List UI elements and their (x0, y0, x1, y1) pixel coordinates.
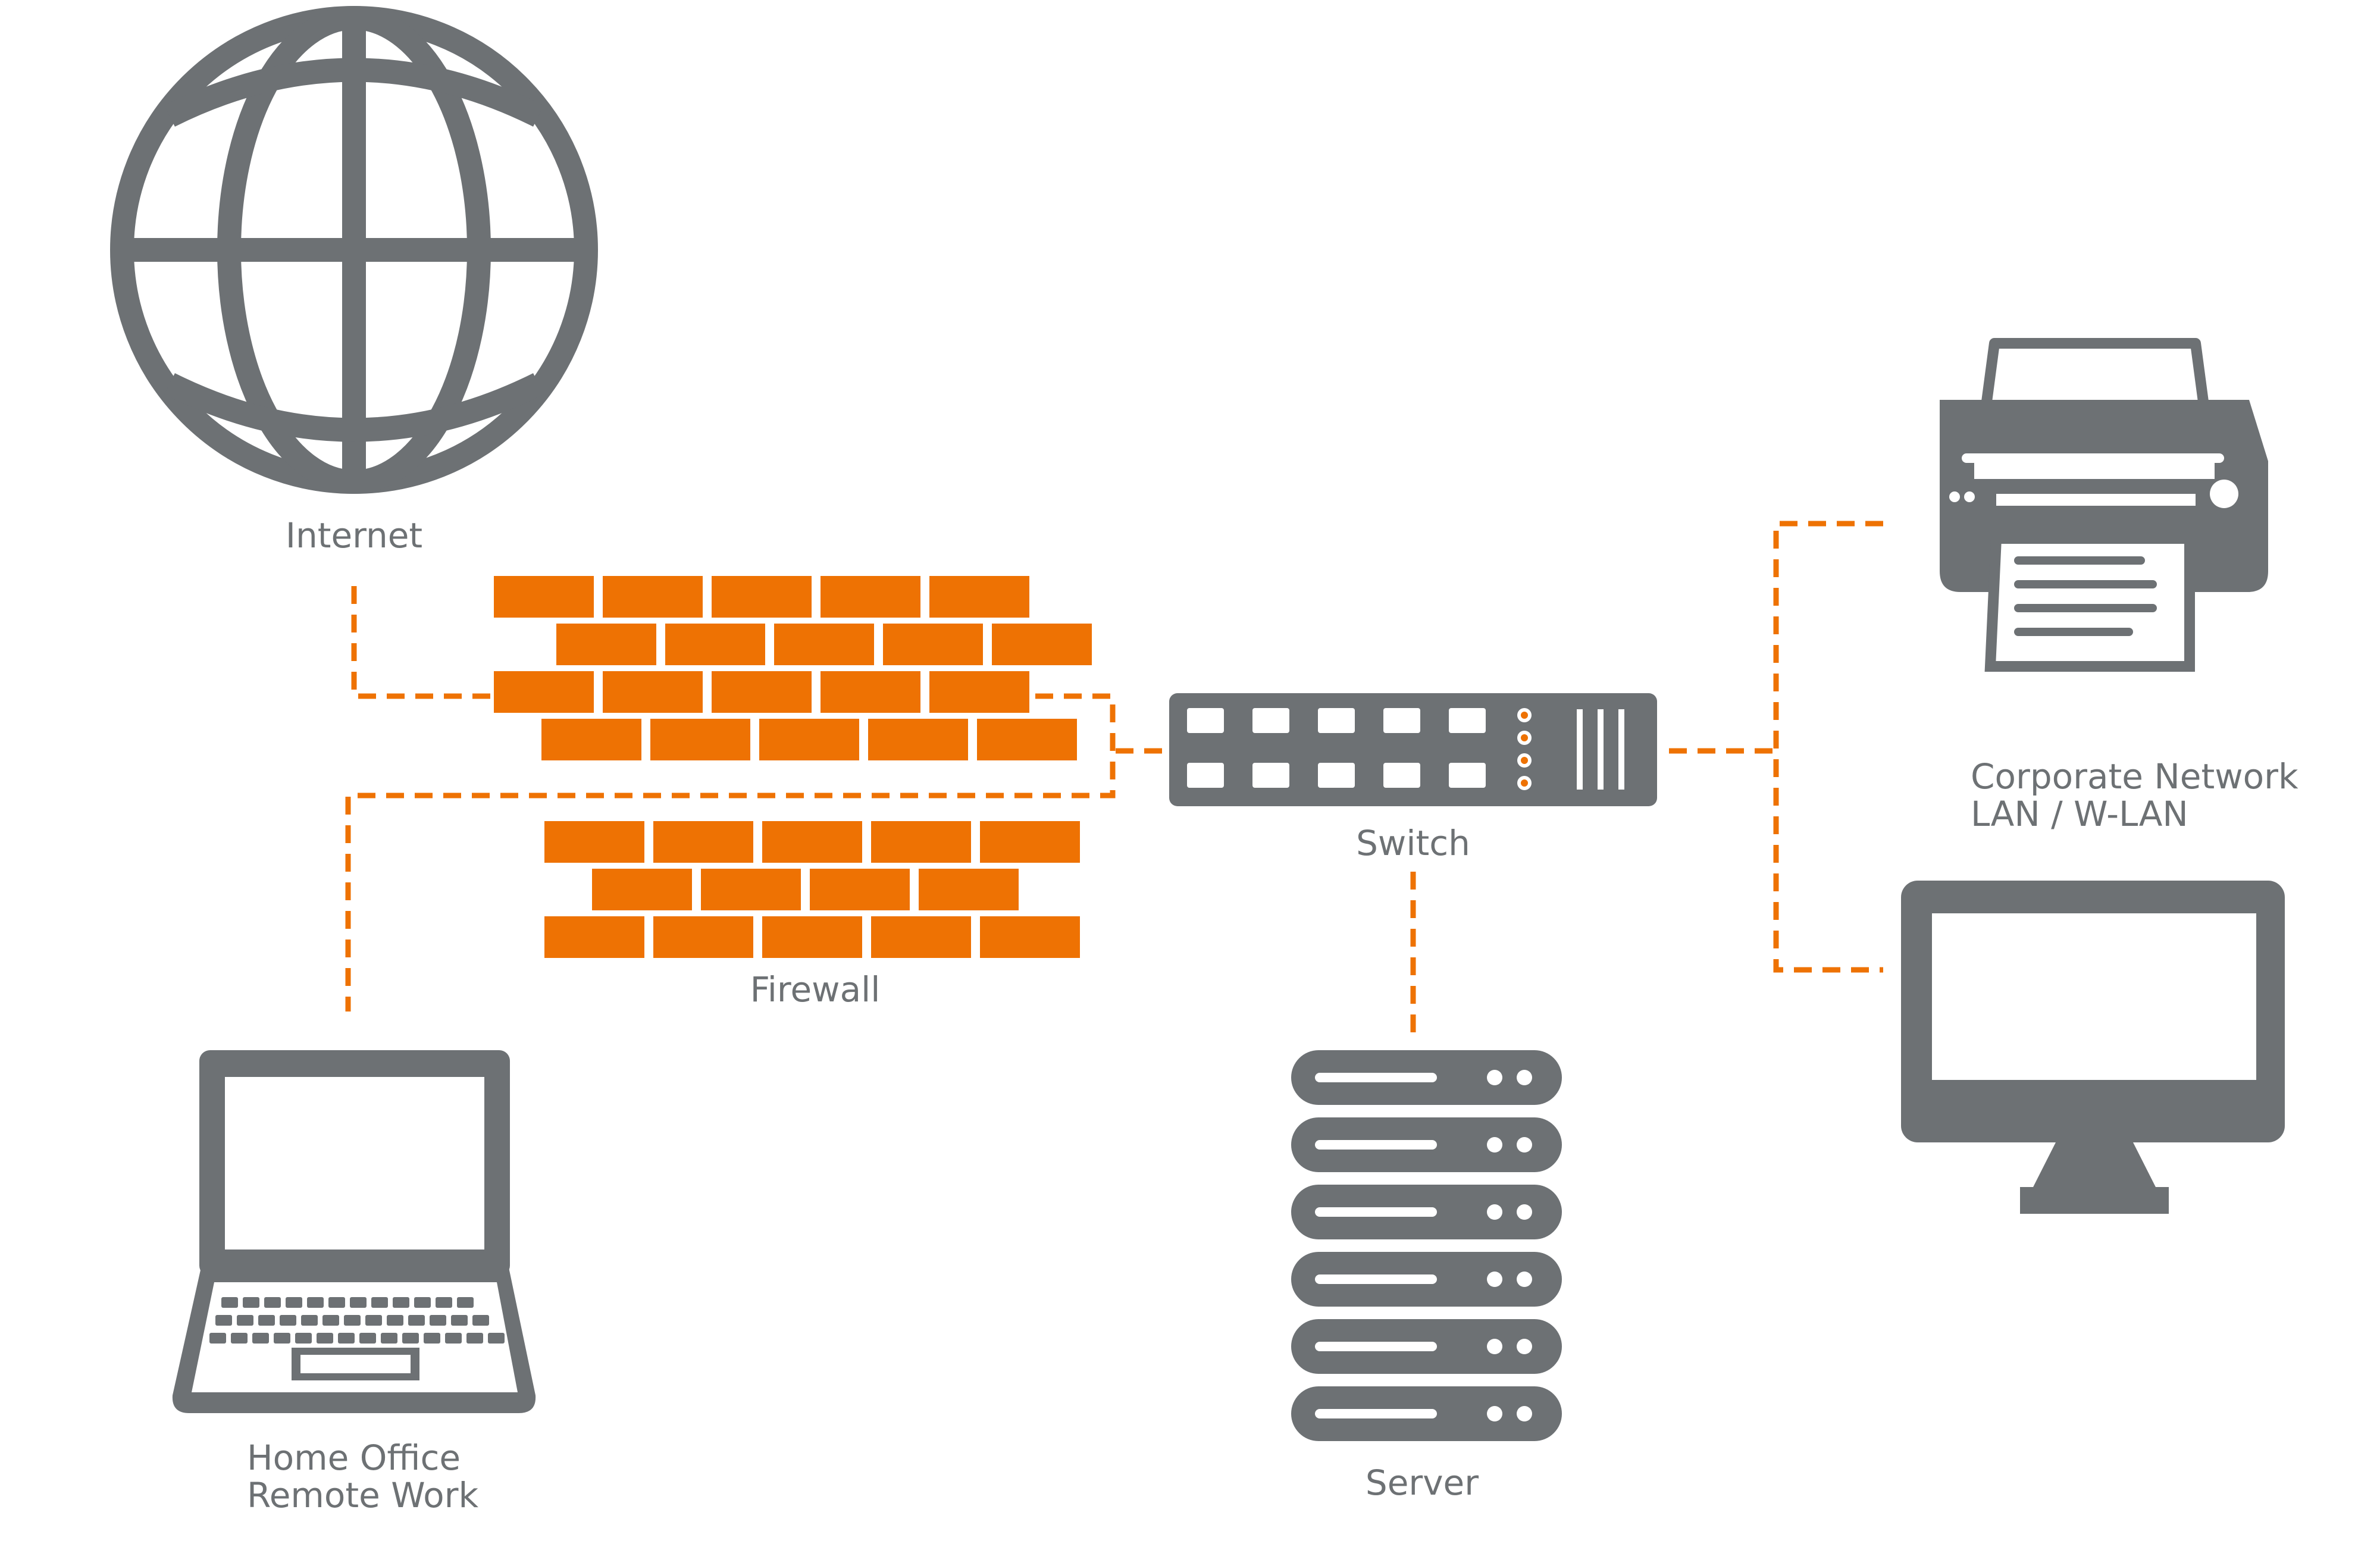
corporate-label-line1: Corporate Network (1971, 756, 2298, 797)
server-label: Server (1366, 1463, 1479, 1503)
laptop-icon (172, 1050, 536, 1413)
server-rack-icon (1291, 1050, 1562, 1441)
firewall-internal-connector (345, 693, 1116, 1012)
switch-label: Switch (1356, 823, 1470, 863)
printer-icon (1940, 338, 2268, 672)
home-office-label-line2: Remote Work (247, 1475, 479, 1515)
home-office-label-line1: Home Office (247, 1438, 461, 1478)
monitor-icon (1901, 881, 2285, 1214)
internet-label: Internet (286, 515, 422, 556)
corporate-label-line2: LAN / W-LAN (1971, 794, 2188, 834)
corporate-branch-connector (1773, 521, 1883, 973)
network-switch-icon (1169, 693, 1657, 806)
internet-connector (351, 586, 494, 699)
brick-wall-icon (494, 576, 1092, 958)
globe-icon (110, 6, 598, 494)
connectors (345, 521, 1883, 1038)
firewall-label: Firewall (750, 969, 881, 1010)
